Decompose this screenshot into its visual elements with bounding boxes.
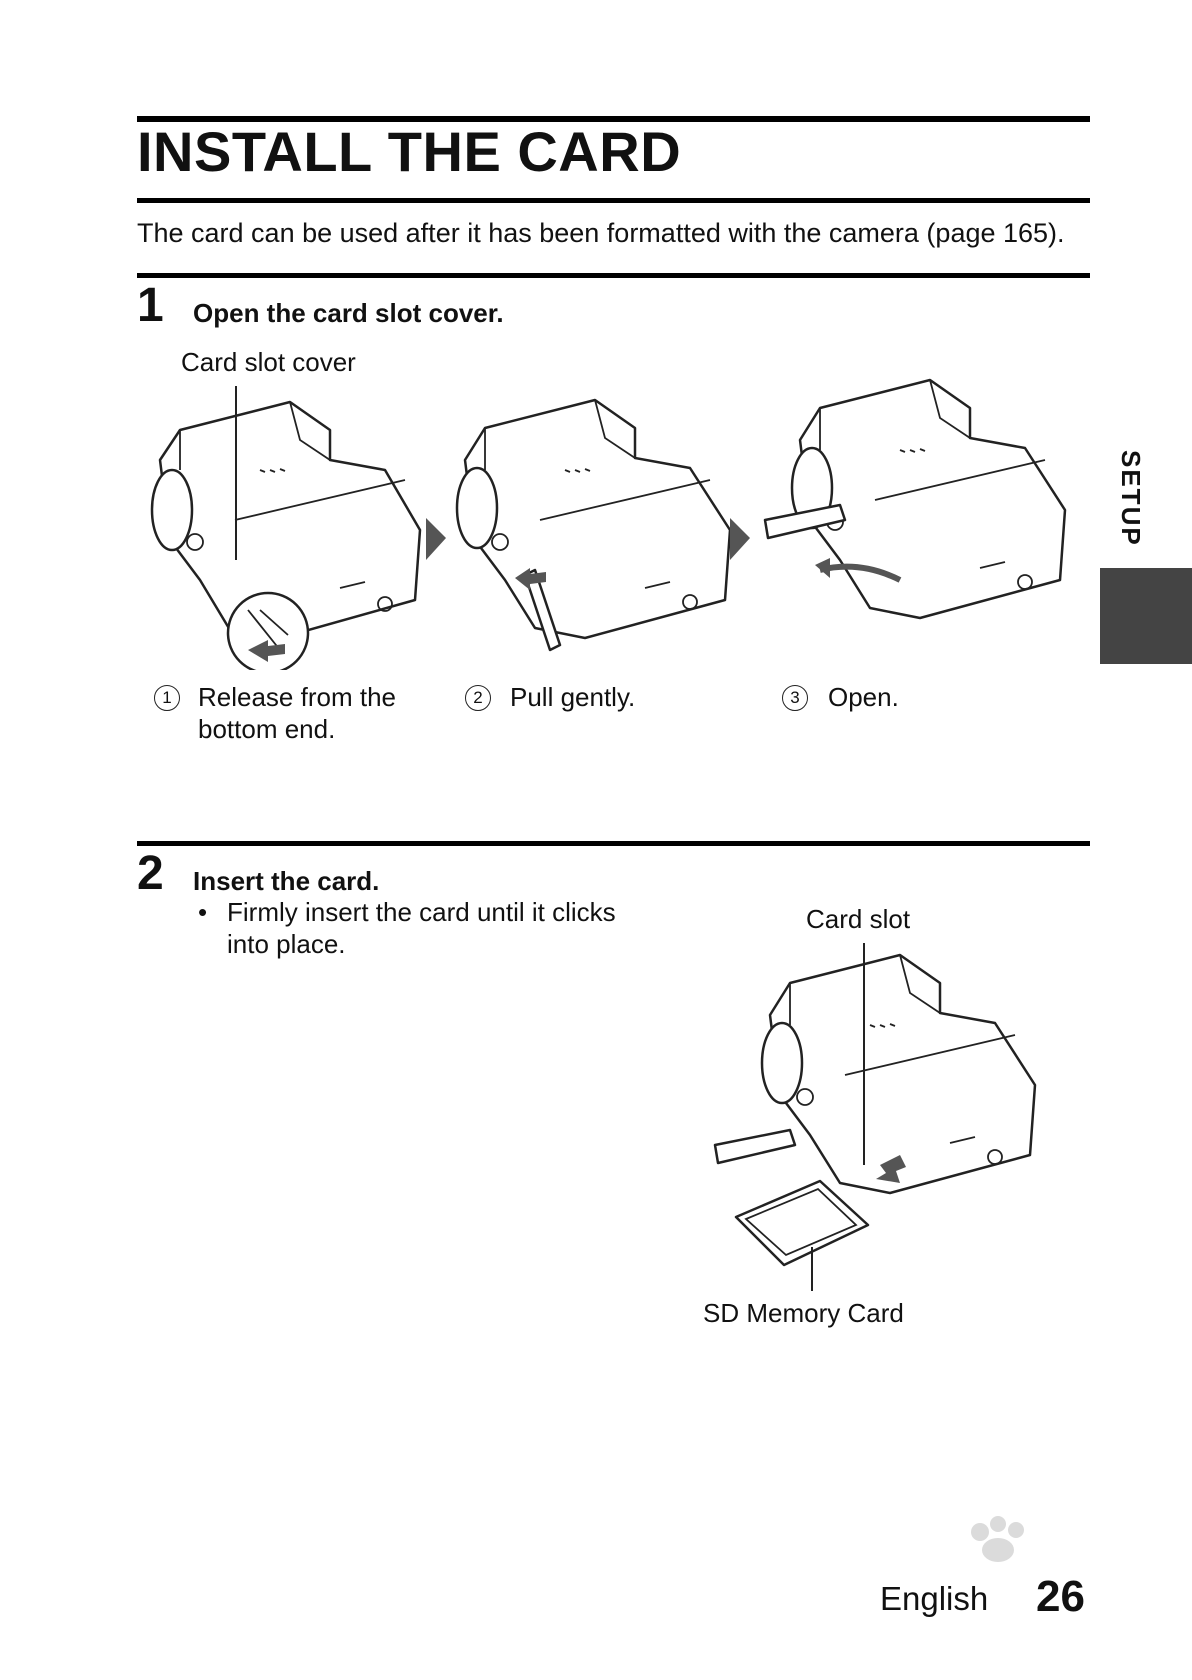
page-title: INSTALL THE CARD: [137, 120, 682, 183]
step1-title: Open the card slot cover.: [193, 298, 504, 328]
sd-card-icon: [734, 1179, 870, 1291]
substep-marker-2: 2: [465, 685, 491, 711]
step1-illustrations: [150, 378, 1067, 670]
substep-1-line2: bottom end.: [198, 714, 336, 744]
title-bottom-rule: [137, 198, 1090, 203]
step2-rule: [137, 841, 1090, 846]
substep-marker-1: 1: [154, 685, 180, 711]
step1-number: 1: [137, 279, 164, 332]
substep-marker-3: 3: [782, 685, 808, 711]
step2-title: Insert the card.: [193, 866, 380, 896]
card-slot-cover-callout: Card slot cover: [181, 347, 356, 377]
substep-3-text: Open.: [828, 682, 899, 712]
step1-rule: [137, 273, 1090, 278]
side-tab-label: SETUP: [1116, 450, 1146, 547]
substep-2-text: Pull gently.: [510, 682, 636, 712]
card-slot-callout: Card slot: [806, 904, 911, 934]
step2-bullet-line2: into place.: [227, 929, 346, 959]
sd-memory-card-callout: SD Memory Card: [703, 1298, 904, 1328]
step-arrow-icon-1: [426, 518, 446, 560]
step2-number: 2: [137, 847, 164, 900]
intro-text: The card can be used after it has been f…: [137, 218, 1065, 248]
camcorder-illustration-3: [763, 378, 1067, 620]
side-tab-block: [1100, 568, 1192, 664]
step-arrow-icon-2: [730, 518, 750, 560]
step2-bullet-line1: Firmly insert the card until it clicks: [227, 897, 616, 927]
camcorder-with-card-illustration: [713, 943, 1037, 1195]
baidu-watermark-icon: [971, 1516, 1024, 1562]
camcorder-illustration-1: [150, 386, 422, 670]
footer-page-number: 26: [1036, 1572, 1085, 1621]
step2-bullet: •: [198, 897, 208, 927]
step2-illustration: [713, 943, 1037, 1291]
title-top-rule: [137, 116, 1090, 122]
substep-1-line1: Release from the: [198, 682, 396, 712]
camcorder-illustration-2: [455, 398, 732, 652]
footer-language: English: [880, 1580, 989, 1617]
